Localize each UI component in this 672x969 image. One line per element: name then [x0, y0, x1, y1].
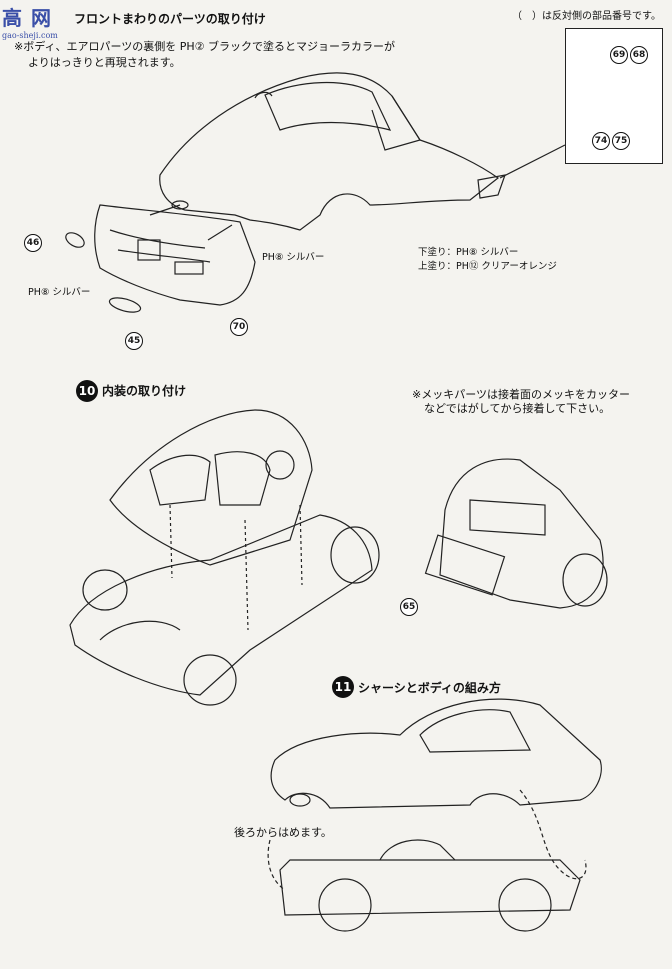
part-65-badge: 65	[400, 598, 418, 616]
part-74-badge: 74	[592, 132, 610, 150]
step-11-number: 11	[332, 676, 354, 698]
silver-paint-label-upper: PH⑧ シルバー	[262, 252, 325, 263]
silver-paint-label-left: PH⑧ シルバー	[28, 287, 91, 298]
front-bumper-drawing	[94, 204, 256, 306]
chassis-detail-drawing	[424, 458, 608, 609]
plating-note-line2: などではがしてから接着して下さい。	[424, 402, 611, 415]
step-11-title: シャーシとボディの組み方	[358, 681, 501, 695]
fog-lens-46-drawing	[65, 232, 85, 248]
part-70-badge: 70	[230, 318, 248, 336]
paint-top-coat: 上塗り：PH⑫ クリアーオレンジ	[418, 261, 557, 272]
part-45-badge: 45	[125, 332, 143, 350]
interior-drawing	[109, 409, 313, 566]
intro-note-line2: よりはっきりと再現されます。	[28, 56, 181, 69]
step-10-number: 10	[76, 380, 98, 402]
part-46-badge: 46	[24, 234, 42, 252]
body-side-drawing	[270, 698, 602, 809]
intro-note-line1: ※ボディ、エアロパーツの裏側を PH② ブラックで塗るとマジョーラカラーが	[14, 40, 395, 53]
watermark-logo: 高 网 gao-sheji.com	[2, 2, 72, 44]
plating-note-line1: ※メッキパーツは接着面のメッキをカッター	[412, 388, 630, 401]
logo-text: 高 网	[2, 6, 52, 30]
part-68-badge: 68	[630, 46, 648, 64]
assembly-instruction: 後ろからはめます。	[234, 826, 332, 839]
chassis-drawing	[69, 504, 380, 706]
logo-url: gao-sheji.com	[2, 31, 58, 40]
mesh-45-drawing	[108, 297, 142, 313]
part-69-badge: 69	[610, 46, 628, 64]
side-mirror-drawing	[477, 174, 506, 199]
part-75-badge: 75	[612, 132, 630, 150]
reverse-side-note: （ ）は反対側の部品番号です。	[512, 11, 661, 22]
paint-base-coat: 下塗り：PH⑧ シルバー	[418, 247, 519, 258]
section-title: フロントまわりのパーツの取り付け	[74, 12, 266, 26]
front-body-drawing	[159, 72, 499, 231]
step-10-title: 内装の取り付け	[102, 384, 187, 398]
chassis-side-drawing	[279, 839, 581, 932]
